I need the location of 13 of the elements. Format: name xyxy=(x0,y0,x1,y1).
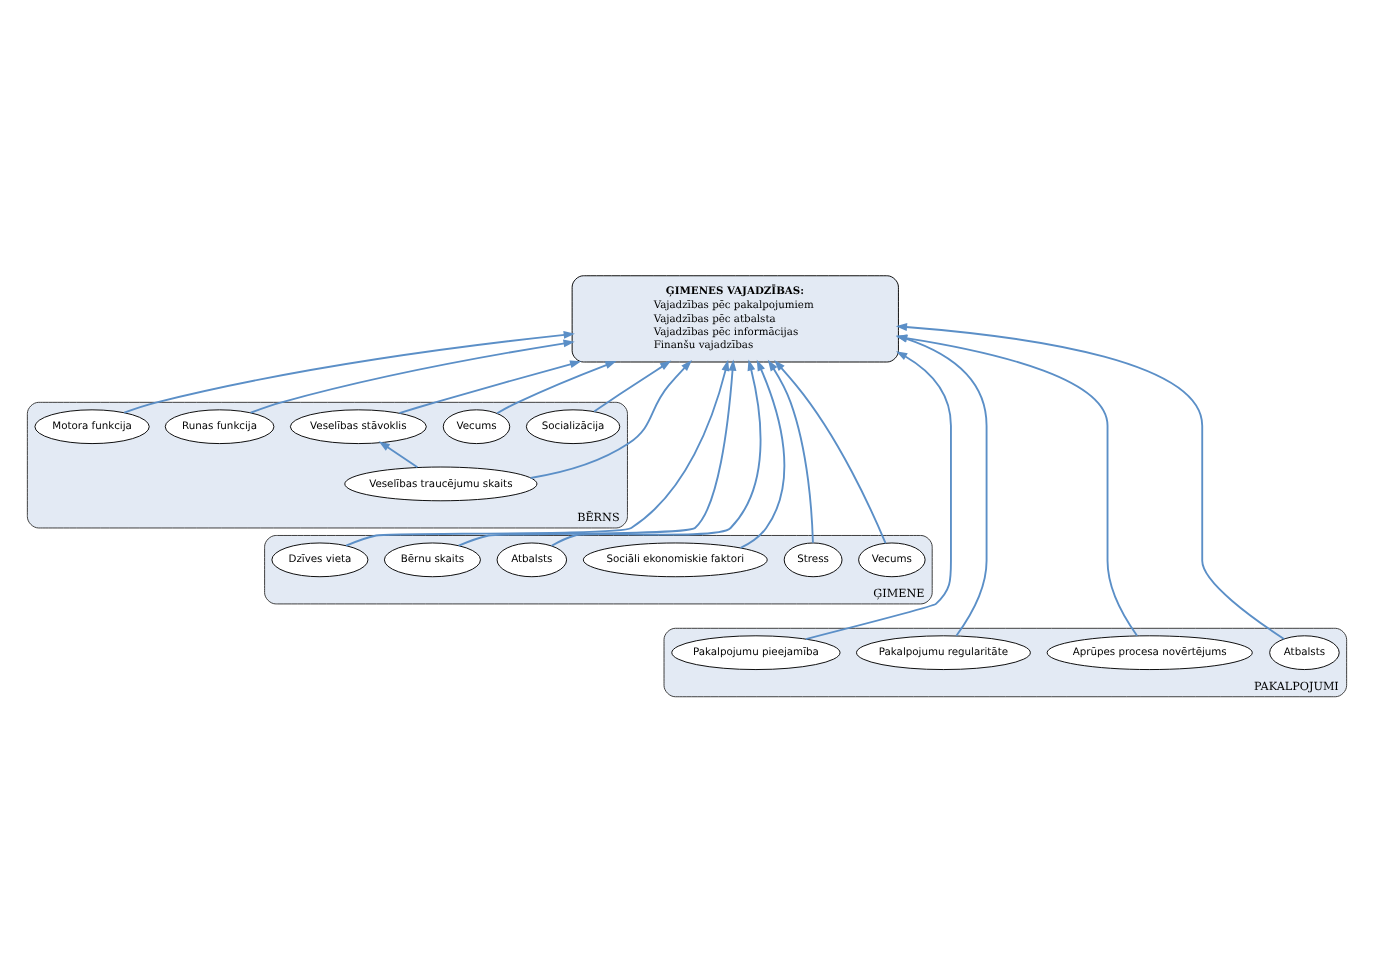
arrow xyxy=(249,338,575,413)
arrow xyxy=(767,358,814,543)
arrow xyxy=(804,350,952,639)
arrow xyxy=(529,359,693,478)
arrow xyxy=(457,358,737,546)
arrow xyxy=(123,330,575,413)
arrow xyxy=(739,358,786,548)
arrow xyxy=(398,359,582,413)
arrow xyxy=(774,359,887,544)
arrow xyxy=(496,360,617,414)
arrow xyxy=(593,359,672,412)
arrow xyxy=(378,440,419,468)
arrow xyxy=(550,358,762,546)
